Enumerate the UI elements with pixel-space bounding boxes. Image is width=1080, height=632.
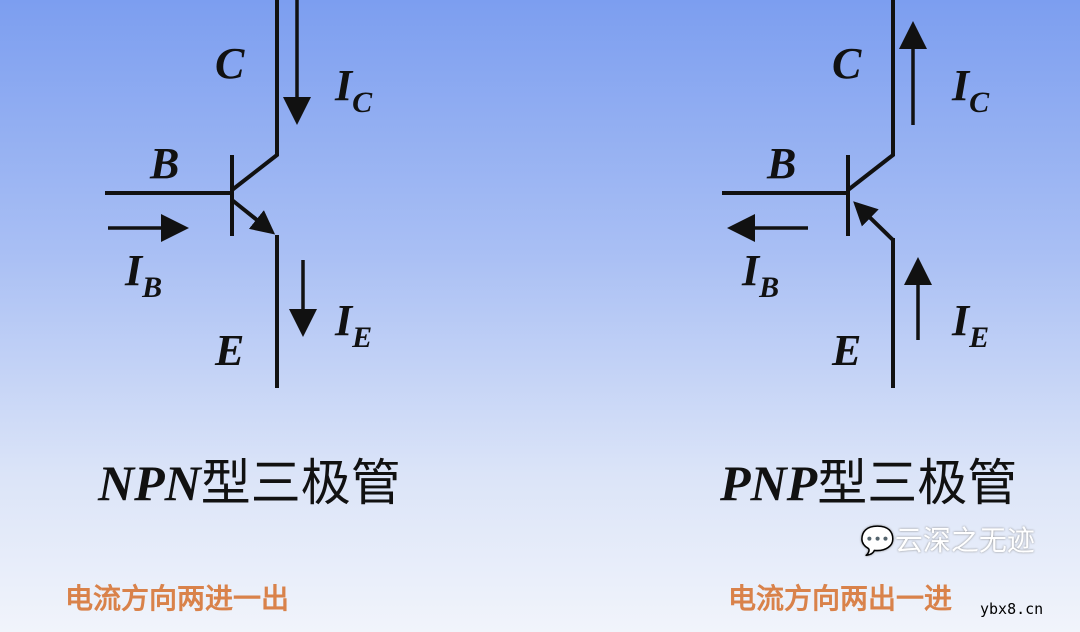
watermark-site: ybx8.cn <box>980 600 1044 618</box>
label-ie: IE <box>334 296 372 354</box>
label-ib: IB <box>741 246 779 304</box>
pnp-title: PNP型三极管 <box>720 455 1018 511</box>
label-ie: IE <box>951 296 989 354</box>
npn-labels: C IC B IB E IE <box>124 39 373 375</box>
label-c: C <box>832 39 862 88</box>
pnp-symbol <box>722 0 932 388</box>
npn-title: NPN型三极管 <box>98 455 401 511</box>
label-ic: IC <box>951 61 990 119</box>
label-e: E <box>831 326 861 375</box>
label-b: B <box>149 139 179 188</box>
pnp-labels: C IC B IB E IE <box>741 39 990 375</box>
wechat-icon: 💬 <box>860 524 895 557</box>
watermark: 💬云深之无迹 <box>860 524 1035 557</box>
npn-note: 电流方向两进一出 <box>65 582 290 615</box>
label-ic: IC <box>334 61 373 119</box>
npn-symbol <box>105 0 317 388</box>
label-e: E <box>214 326 244 375</box>
label-c: C <box>215 39 245 88</box>
pnp-note: 电流方向两出一进 <box>728 582 953 615</box>
label-b: B <box>766 139 796 188</box>
label-ib: IB <box>124 246 162 304</box>
